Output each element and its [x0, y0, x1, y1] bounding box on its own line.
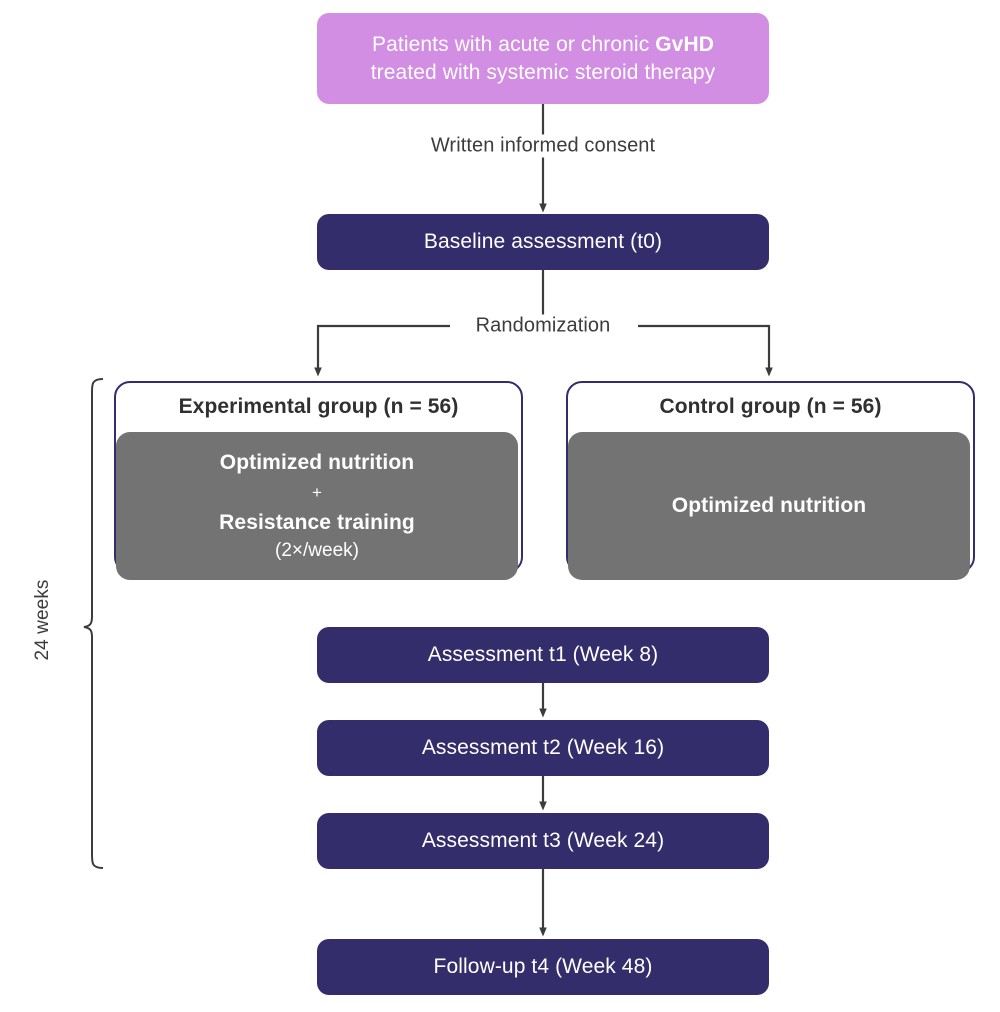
control-group-title: Control group (n = 56) — [659, 395, 882, 418]
edge-label-randomization: Randomization — [465, 314, 621, 338]
enrollment-line-2: treated with systemic steroid therapy — [370, 60, 716, 84]
control-intervention-nutrition: Optimized nutrition — [671, 493, 867, 517]
experimental-intervention-nutrition: Optimized nutrition — [219, 450, 415, 474]
node-assessment-t2: Assessment t2 (Week 16) — [317, 720, 769, 776]
node-experimental-intervention: Optimized nutrition + Resistance trainin… — [116, 432, 518, 580]
node-baseline-assessment: Baseline assessment (t0) — [317, 214, 769, 270]
node-control-intervention: Optimized nutrition — [568, 432, 970, 580]
experimental-intervention-frequency: (2×/week) — [275, 539, 359, 561]
node-assessment-t3: Assessment t3 (Week 24) — [317, 813, 769, 869]
experimental-intervention-plus: + — [312, 483, 322, 503]
edge-label-written-informed-consent: Written informed consent — [420, 134, 666, 158]
duration-brace — [83, 378, 104, 869]
duration-brace-label: 24 weeks — [32, 579, 53, 661]
node-enrollment: Patients with acute or chronic GvHD trea… — [317, 13, 769, 104]
enrollment-line-1-text: Patients with acute or chronic — [372, 32, 656, 56]
enrollment-line-1: Patients with acute or chronic GvHD — [372, 31, 714, 59]
experimental-intervention-training: Resistance training — [219, 511, 415, 535]
experimental-group-title: Experimental group (n = 56) — [178, 395, 459, 418]
enrollment-condition-abbrev: GvHD — [655, 32, 714, 56]
node-followup-t4: Follow-up t4 (Week 48) — [317, 939, 769, 995]
node-assessment-t1: Assessment t1 (Week 8) — [317, 627, 769, 683]
